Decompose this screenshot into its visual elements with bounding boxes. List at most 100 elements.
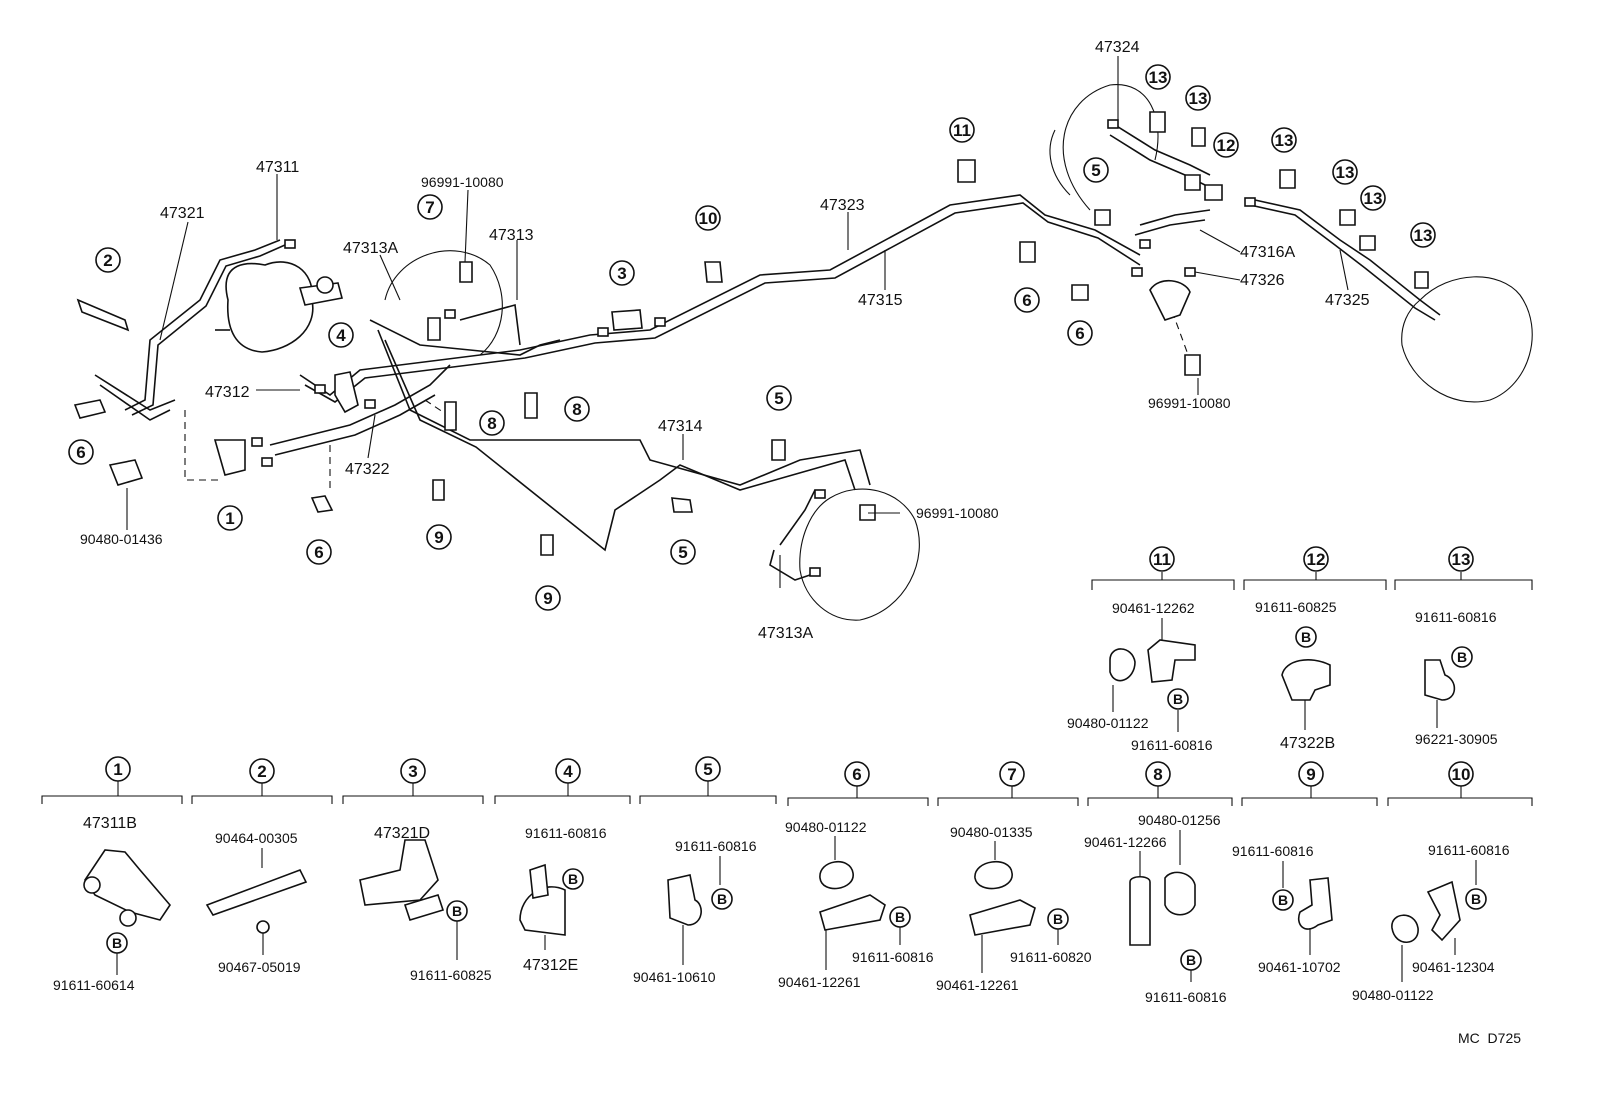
label-90467-05019: 90467-05019 bbox=[218, 959, 301, 975]
svg-text:3: 3 bbox=[408, 762, 417, 781]
callout-5: 5 bbox=[670, 539, 696, 565]
svg-text:11: 11 bbox=[1153, 550, 1171, 569]
detail-9: 9 91611-60816 B 90461-10702 bbox=[1232, 761, 1378, 975]
svg-text:2: 2 bbox=[257, 762, 266, 781]
label-91611-60816-d8: 91611-60816 bbox=[1145, 989, 1227, 1005]
svg-text:8: 8 bbox=[1153, 765, 1162, 784]
label-90464-00305: 90464-00305 bbox=[215, 830, 298, 846]
svg-text:5: 5 bbox=[1091, 161, 1100, 180]
label-90480-01335: 90480-01335 bbox=[950, 824, 1033, 840]
callout-9: 9 bbox=[426, 524, 452, 550]
detail-4: 4 91611-60816 B 47312E bbox=[494, 758, 631, 974]
main-part-labels: 47311 47321 47312 47322 96991-10080 4731… bbox=[80, 39, 1370, 642]
label-91611-60816-d10: 91611-60816 bbox=[1428, 842, 1510, 858]
svg-text:1: 1 bbox=[113, 760, 122, 779]
label-47313a-b: 47313A bbox=[758, 625, 813, 642]
svg-text:5: 5 bbox=[678, 543, 687, 562]
label-47322b: 47322B bbox=[1280, 735, 1335, 752]
svg-text:B: B bbox=[1301, 629, 1311, 645]
callout-4: 4 bbox=[328, 322, 354, 348]
svg-text:13: 13 bbox=[1149, 68, 1168, 87]
label-91611-60825-d3: 91611-60825 bbox=[410, 967, 492, 983]
svg-text:2: 2 bbox=[103, 251, 112, 270]
label-47312: 47312 bbox=[205, 384, 250, 401]
callout-8: 8 bbox=[479, 410, 505, 436]
svg-text:B: B bbox=[717, 891, 727, 907]
svg-text:9: 9 bbox=[1306, 765, 1315, 784]
label-90461-10610: 90461-10610 bbox=[633, 969, 716, 985]
label-47321d: 47321D bbox=[374, 825, 430, 842]
svg-text:9: 9 bbox=[434, 528, 443, 547]
rear-left-brake-drum bbox=[799, 488, 920, 621]
diagram-code: MC D725 bbox=[1458, 1030, 1521, 1046]
svg-text:4: 4 bbox=[563, 762, 573, 781]
svg-text:10: 10 bbox=[1452, 765, 1471, 784]
callout-10: 10 bbox=[695, 205, 721, 231]
fittings bbox=[251, 119, 1256, 577]
label-90480-01436: 90480-01436 bbox=[80, 531, 163, 547]
label-47326: 47326 bbox=[1240, 272, 1285, 289]
callout-13: 13 bbox=[1271, 127, 1297, 153]
label-47324: 47324 bbox=[1095, 39, 1140, 56]
label-90461-12261-d7: 90461-12261 bbox=[936, 977, 1019, 993]
label-90461-12266: 90461-12266 bbox=[1084, 834, 1167, 850]
label-91611-60816-d6: 91611-60816 bbox=[852, 949, 934, 965]
callout-6: 6 bbox=[68, 439, 94, 465]
label-47313: 47313 bbox=[489, 227, 534, 244]
label-47314: 47314 bbox=[658, 418, 703, 435]
callout-7: 7 bbox=[417, 194, 443, 220]
detail-13: 13 91611-60816 B 96221-30905 bbox=[1394, 546, 1533, 747]
label-96991-10080-c: 96991-10080 bbox=[1148, 395, 1231, 411]
label-91611-60820: 91611-60820 bbox=[1010, 949, 1092, 965]
detail-7: 7 90480-01335 B 91611-60820 90461-12261 bbox=[936, 761, 1092, 993]
svg-text:13: 13 bbox=[1414, 226, 1433, 245]
svg-text:4: 4 bbox=[336, 326, 346, 345]
label-90480-01256: 90480-01256 bbox=[1138, 812, 1221, 828]
svg-text:12: 12 bbox=[1307, 550, 1326, 569]
detail-panels-top: 11 90461-12262 90480-01122 B 91611-60816… bbox=[1067, 546, 1533, 753]
detail-8: 8 90480-01256 90461-12266 B 91611-60816 bbox=[1084, 761, 1233, 1005]
label-91611-60816-d9: 91611-60816 bbox=[1232, 843, 1314, 859]
callout-1: 1 bbox=[217, 505, 243, 531]
detail-panels-bottom: 1 47311B B 91611-60614 2 90464-00305 904… bbox=[41, 756, 1533, 1005]
brake-master-cylinder bbox=[215, 261, 343, 353]
label-90480-01122-d6: 90480-01122 bbox=[785, 819, 867, 835]
svg-text:13: 13 bbox=[1364, 189, 1383, 208]
callout-8: 8 bbox=[564, 396, 590, 422]
svg-text:10: 10 bbox=[699, 209, 718, 228]
label-90461-12261-d6: 90461-12261 bbox=[778, 974, 861, 990]
svg-text:6: 6 bbox=[852, 765, 861, 784]
label-91611-60614: 91611-60614 bbox=[53, 977, 135, 993]
svg-text:9: 9 bbox=[543, 589, 552, 608]
label-96991-10080-b: 96991-10080 bbox=[916, 505, 999, 521]
svg-text:5: 5 bbox=[774, 389, 783, 408]
label-47325: 47325 bbox=[1325, 292, 1370, 309]
label-90480-01122-d10: 90480-01122 bbox=[1352, 987, 1434, 1003]
callout-6: 6 bbox=[306, 539, 332, 565]
svg-text:7: 7 bbox=[425, 198, 434, 217]
detail-6: 6 90480-01122 B 91611-60816 90461-12261 bbox=[778, 761, 934, 990]
label-47321: 47321 bbox=[160, 205, 205, 222]
svg-text:12: 12 bbox=[1217, 136, 1236, 155]
callout-6: 6 bbox=[1014, 287, 1040, 313]
main-assembly: 47311 47321 47312 47322 96991-10080 4731… bbox=[68, 39, 1533, 642]
label-91611-60816-d4: 91611-60816 bbox=[525, 825, 607, 841]
label-47311: 47311 bbox=[256, 159, 299, 176]
detail-3: 3 47321D B 91611-60825 bbox=[342, 758, 492, 983]
label-96991-10080-a: 96991-10080 bbox=[421, 174, 504, 190]
svg-text:7: 7 bbox=[1007, 765, 1016, 784]
callout-13: 13 bbox=[1410, 222, 1436, 248]
svg-text:8: 8 bbox=[572, 400, 581, 419]
svg-text:B: B bbox=[1278, 892, 1288, 908]
label-90461-10702: 90461-10702 bbox=[1258, 959, 1341, 975]
detail-10: 10 91611-60816 B 90461-12304 90480-01122 bbox=[1352, 761, 1533, 1003]
label-96221-30905: 96221-30905 bbox=[1415, 731, 1498, 747]
callout-5: 5 bbox=[1083, 157, 1109, 183]
svg-text:3: 3 bbox=[617, 264, 626, 283]
svg-text:B: B bbox=[1173, 691, 1183, 707]
label-47315: 47315 bbox=[858, 292, 903, 309]
svg-text:1: 1 bbox=[225, 509, 234, 528]
svg-text:13: 13 bbox=[1189, 89, 1208, 108]
svg-text:B: B bbox=[1053, 911, 1063, 927]
detail-11: 11 90461-12262 90480-01122 B 91611-60816 bbox=[1067, 546, 1235, 753]
